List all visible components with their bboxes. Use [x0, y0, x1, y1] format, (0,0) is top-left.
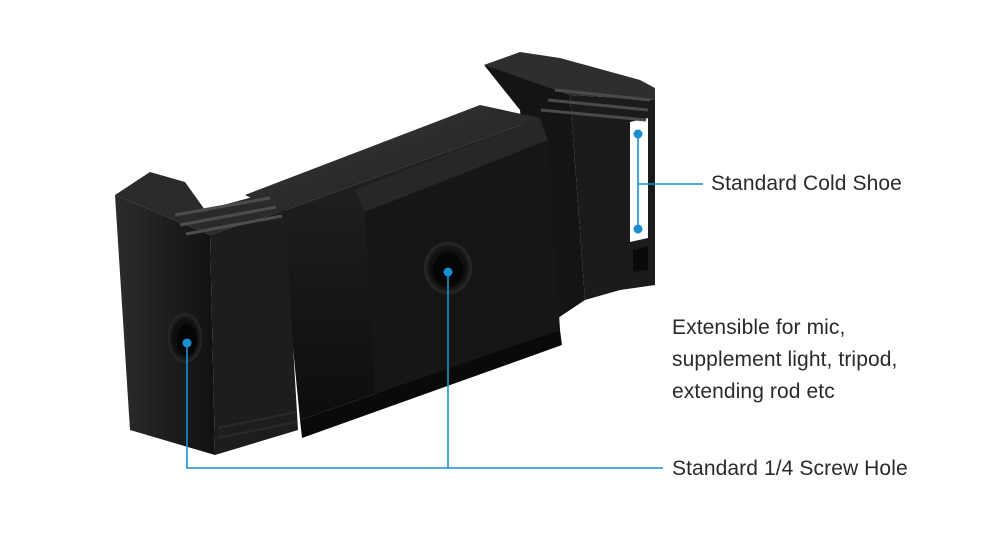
- cold-shoe-dot-bottom: [633, 224, 643, 234]
- screw-hole-side-dot: [182, 338, 192, 348]
- cold-shoe-label: Standard Cold Shoe: [711, 172, 902, 195]
- extensible-line-1: Extensible for mic,: [672, 316, 846, 339]
- screw-hole-side: [168, 313, 202, 363]
- extensible-description: Extensible for mic, supplement light, tr…: [672, 312, 897, 408]
- extensible-line-2: supplement light, tripod,: [672, 348, 898, 371]
- callout-dots: [182, 129, 643, 348]
- screw-hole-label: Standard 1/4 Screw Hole: [672, 457, 908, 480]
- left-jaw: [115, 172, 298, 455]
- cold-shoe-dot-top: [633, 129, 643, 139]
- extensible-line-3: extending rod etc: [672, 380, 835, 403]
- screw-hole-front-dot: [443, 267, 453, 277]
- callout-leaders: [186, 134, 703, 469]
- right-jaw: [484, 52, 655, 330]
